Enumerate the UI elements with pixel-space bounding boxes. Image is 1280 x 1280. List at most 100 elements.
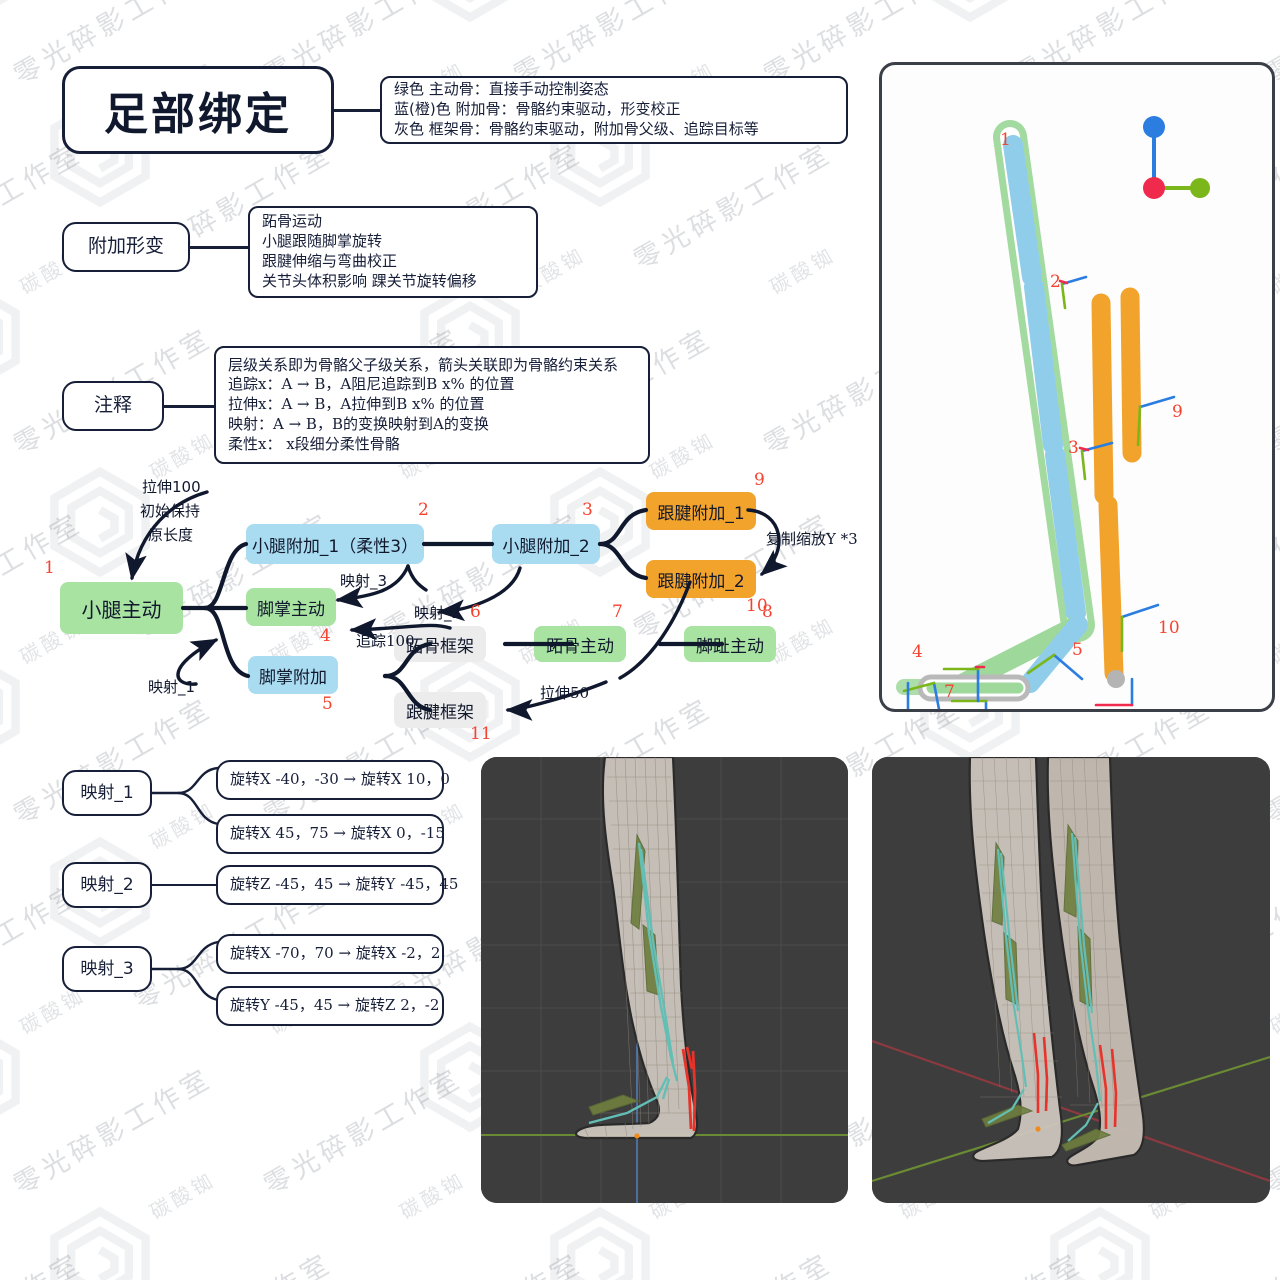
mapping-value-3a: 旋转X -70，70 → 旋转X -2，2 — [216, 934, 444, 974]
notes-line: 柔性x： x段细分柔性骨骼 — [228, 434, 400, 453]
bone-hierarchy-graph: 小腿主动 1 小腿附加_1（柔性3） 2 小腿附加_2 3 脚掌主动 4 脚掌附… — [0, 470, 880, 744]
title-legend-connector — [334, 109, 380, 112]
mapping-3-connectors — [152, 940, 219, 1002]
deform-line: 关节头体积影响 踝关节旋转偏移 — [262, 271, 477, 290]
graph-node-number-1: 1 — [44, 558, 55, 578]
rig-bone-number-2: 2 — [1050, 272, 1061, 292]
rig-bone-number-10: 10 — [1158, 618, 1180, 638]
mapping-key-1: 映射_1 — [62, 770, 152, 816]
graph-node-number-8: 8 — [762, 602, 773, 622]
rig-bone-number-7: 7 — [944, 682, 955, 702]
edge-label-map3: 映射_3 — [340, 572, 388, 590]
legend-box: 绿色 主动骨：直接手动控制姿态 蓝(橙)色 附加骨：骨骼约束驱动，形变校正 灰色… — [380, 76, 848, 144]
graph-node-number-7: 7 — [612, 602, 623, 622]
watermark-logo-icon — [40, 1202, 160, 1280]
mapping-value-text: 旋转Z -45，45 → 旋转Y -45，45 — [230, 875, 459, 894]
watermark-studio-text: 零光碎影工作室 — [8, 1062, 219, 1202]
graph-node-2[interactable]: 小腿附加_1（柔性3） — [246, 524, 424, 564]
graph-node-number-9: 9 — [754, 470, 765, 490]
edge-label-stretch100: 拉伸100 — [142, 478, 201, 496]
viewport-side-content — [481, 757, 848, 1203]
edge-label-track100: 追踪100 — [356, 632, 415, 650]
watermark-logo-icon — [0, 1017, 30, 1137]
mapping-value-text: 旋转X -70，70 → 旋转X -2，2 — [230, 944, 441, 963]
notes-box: 层级关系即为骨骼父子级关系，箭头关联即为骨骼约束关系 追踪x：A → B，A阻尼… — [214, 346, 650, 464]
mapping-value-text: 旋转X 45，75 → 旋转X 0，-15 — [230, 824, 445, 843]
graph-edges — [125, 490, 788, 721]
graph-node-4[interactable]: 脚掌主动 — [246, 588, 336, 626]
mapping-key-3: 映射_3 — [62, 946, 152, 992]
mapping-value-text: 旋转Y -45，45 → 旋转Z 2，-2 — [230, 996, 440, 1015]
page-title-box: 足部绑定 — [62, 66, 334, 154]
notes-line: 映射：A → B，B的变换映射到A的变换 — [228, 414, 489, 433]
graph-node-10[interactable]: 跟腱附加_2 — [646, 560, 756, 598]
watermark-studio-text: 零光碎影工作室 — [1125, 1242, 1280, 1280]
graph-node-number-5: 5 — [322, 694, 333, 714]
graph-node-3[interactable]: 小腿附加_2 — [492, 524, 600, 564]
graph-node-1[interactable]: 小腿主动 — [60, 582, 183, 634]
deform-connector — [190, 246, 250, 249]
deform-line: 跖骨运动 — [262, 212, 323, 231]
watermark-logo-icon — [0, 0, 30, 27]
notes-line: 追踪x：A → B，A阻尼追踪到B x% 的位置 — [228, 375, 515, 394]
graph-node-5[interactable]: 脚掌附加 — [248, 656, 338, 694]
graph-node-number-10: 10 — [746, 596, 768, 616]
notes-key-box: 注释 — [62, 381, 164, 431]
edge-label-map1: 映射_1 — [148, 678, 196, 696]
mapping-value-3b: 旋转Y -45，45 → 旋转Z 2，-2 — [216, 986, 444, 1026]
deform-key-box: 附加形变 — [62, 222, 190, 272]
graph-node-number-3: 3 — [582, 500, 593, 520]
deform-box: 跖骨运动 小腿跟随脚掌旋转 跟腱伸缩与弯曲校正 关节头体积影响 踝关节旋转偏移 — [248, 206, 538, 298]
rig-bone-number-4: 4 — [912, 642, 923, 662]
mapping-key-label: 映射_3 — [80, 958, 134, 979]
watermark-author-text: 碳酸铷 — [395, 1167, 470, 1225]
notes-line: 层级关系即为骨骼父子级关系，箭头关联即为骨骼约束关系 — [228, 355, 619, 374]
deform-line: 小腿跟随脚掌旋转 — [262, 232, 383, 251]
mapping-value-text: 旋转X -40，-30 → 旋转X 10，0 — [230, 770, 450, 789]
bone-rig-diagram: 1 2 3 4 5 6 7 8 9 10 11 — [896, 116, 1210, 709]
legend-line: 绿色 主动骨：直接手动控制姿态 — [394, 80, 609, 99]
watermark-logo-icon — [910, 0, 1030, 27]
watermark-logo-icon — [410, 0, 530, 27]
graph-node-number-4: 4 — [320, 626, 331, 646]
legend-line: 蓝(橙)色 附加骨：骨骼约束驱动，形变校正 — [394, 100, 681, 119]
mapping-1-connectors — [152, 766, 219, 826]
watermark-studio-text: 零光碎影工作室 — [628, 137, 839, 277]
edge-label-original-length: 原长度 — [148, 526, 194, 544]
graph-node-9[interactable]: 跟腱附加_1 — [646, 492, 756, 530]
edge-label-stretch50: 拉伸50 — [540, 684, 590, 702]
mapping-key-label: 映射_2 — [80, 874, 134, 895]
notes-key-label: 注释 — [93, 394, 132, 417]
watermark-studio-text: 零光碎影工作室 — [375, 1242, 588, 1280]
notes-connector — [164, 405, 216, 408]
viewport-front-view[interactable] — [872, 757, 1270, 1203]
viewport-side-view[interactable] — [481, 757, 848, 1203]
mapping-value-1a: 旋转X -40，-30 → 旋转X 10，0 — [216, 760, 450, 800]
watermark-logo-icon — [540, 1202, 660, 1280]
watermark-studio-text: 零光碎影工作室 — [258, 1062, 469, 1202]
watermark-logo-icon — [0, 277, 30, 397]
watermark-studio-text: 零光碎影工作室 — [0, 1242, 89, 1280]
viewport-front-content — [872, 757, 1270, 1203]
edge-label-keep-initial: 初始保持 — [140, 502, 201, 520]
watermark-author-text: 碳酸铷 — [765, 242, 840, 300]
page-title: 足部绑定 — [104, 89, 292, 140]
watermark-author-text: 碳酸铷 — [145, 1167, 220, 1225]
mapping-key-label: 映射_1 — [80, 782, 134, 803]
graph-node-number-2: 2 — [418, 500, 429, 520]
deform-key-label: 附加形变 — [87, 235, 164, 258]
bone-rig-panel: 1 2 3 4 5 6 7 8 9 10 11 — [879, 62, 1275, 712]
graph-node-number-6: 6 — [470, 602, 481, 622]
watermark-studio-text: 零光碎影工作室 — [875, 1242, 1088, 1280]
rig-bone-number-3: 3 — [1068, 438, 1079, 458]
notes-line: 拉伸x：A → B，A拉伸到B x% 的位置 — [228, 395, 485, 414]
mapping-2-connector — [152, 884, 216, 887]
mapping-key-2: 映射_2 — [62, 862, 152, 908]
rig-bone-number-5: 5 — [1072, 640, 1083, 660]
mapping-value-2a: 旋转Z -45，45 → 旋转Y -45，45 — [216, 865, 458, 905]
watermark-studio-text: 零光碎影工作室 — [125, 1242, 338, 1280]
edge-label-copy-scale: 复制缩放Y *3 — [766, 530, 858, 548]
deform-line: 跟腱伸缩与弯曲校正 — [262, 252, 398, 270]
rig-bone-number-9: 9 — [1172, 402, 1183, 422]
